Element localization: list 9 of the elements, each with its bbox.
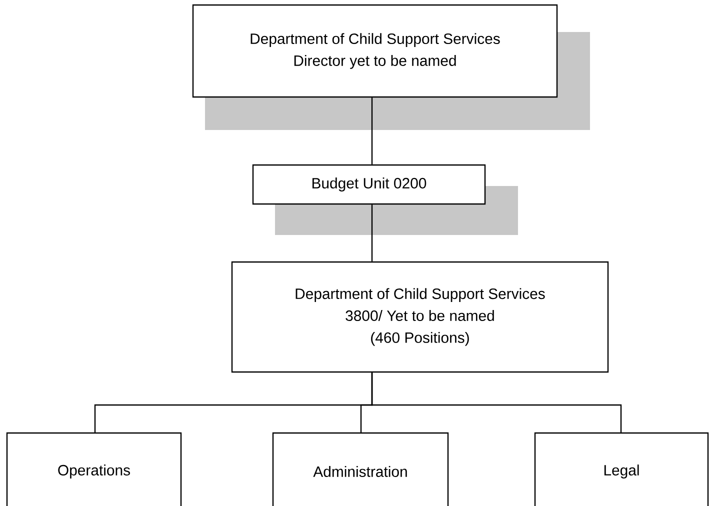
org-box: Administration — [272, 432, 449, 506]
org-box: Operations — [6, 432, 182, 506]
org-box: Budget Unit 0200 — [252, 164, 486, 205]
connector-line — [371, 98, 373, 164]
connector-line — [371, 204, 373, 262]
org-box: Department of Child Support Services 3800/ Yet to be named (460 Positions) — [231, 261, 609, 373]
org-box: Legal — [534, 432, 709, 506]
org-box: Department of Child Support Services Director yet to be named — [192, 4, 558, 98]
connector-line — [371, 372, 622, 433]
